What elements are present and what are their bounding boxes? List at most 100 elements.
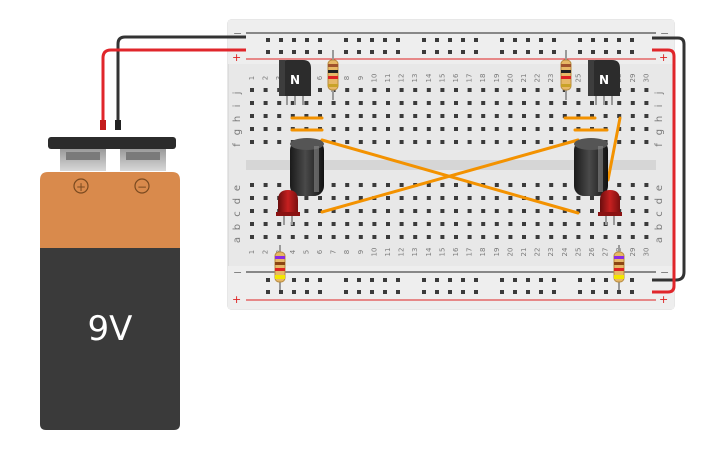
breadboard-hole[interactable]: [576, 114, 581, 118]
breadboard-hole[interactable]: [331, 101, 336, 105]
breadboard-hole[interactable]: [357, 290, 361, 294]
breadboard-hole[interactable]: [549, 235, 554, 239]
breadboard-hole[interactable]: [578, 290, 582, 294]
breadboard-hole[interactable]: [331, 209, 336, 213]
breadboard-hole[interactable]: [591, 278, 595, 282]
breadboard-hole[interactable]: [279, 290, 283, 294]
transistor-left[interactable]: N: [279, 60, 311, 105]
breadboard-hole[interactable]: [604, 38, 608, 42]
breadboard-hole[interactable]: [357, 278, 361, 282]
breadboard-hole[interactable]: [454, 209, 458, 213]
breadboard-hole[interactable]: [399, 209, 404, 213]
breadboard-hole[interactable]: [426, 222, 431, 226]
breadboard-hole[interactable]: [562, 114, 567, 118]
breadboard-hole[interactable]: [290, 114, 295, 118]
breadboard-hole[interactable]: [440, 235, 445, 239]
jumper-wire-cross-2[interactable]: [320, 138, 580, 214]
breadboard-hole[interactable]: [644, 209, 649, 213]
breadboard-hole[interactable]: [440, 140, 445, 144]
breadboard-hole[interactable]: [549, 114, 554, 118]
led-left[interactable]: [276, 190, 300, 225]
breadboard-hole[interactable]: [630, 235, 635, 239]
breadboard-hole[interactable]: [617, 114, 622, 118]
breadboard-hole[interactable]: [522, 127, 526, 131]
wire-battery-red[interactable]: [101, 48, 246, 124]
breadboard-hole[interactable]: [358, 127, 363, 131]
breadboard-hole[interactable]: [413, 222, 418, 226]
breadboard-hole[interactable]: [277, 183, 282, 187]
breadboard-hole[interactable]: [576, 235, 581, 239]
breadboard-hole[interactable]: [399, 140, 404, 144]
breadboard-hole[interactable]: [372, 101, 377, 105]
led-right[interactable]: [598, 190, 622, 225]
breadboard-hole[interactable]: [440, 196, 445, 200]
breadboard-hole[interactable]: [617, 235, 622, 239]
breadboard-hole[interactable]: [331, 114, 336, 118]
breadboard-hole[interactable]: [318, 114, 322, 118]
breadboard-hole[interactable]: [526, 290, 530, 294]
breadboard-hole[interactable]: [535, 222, 540, 226]
breadboard-hole[interactable]: [461, 38, 465, 42]
breadboard-hole[interactable]: [500, 50, 504, 54]
breadboard-hole[interactable]: [644, 140, 649, 144]
breadboard-hole[interactable]: [481, 140, 486, 144]
breadboard-hole[interactable]: [250, 235, 254, 239]
breadboard-hole[interactable]: [522, 235, 526, 239]
jumper-wires[interactable]: [290, 116, 622, 215]
breadboard-hole[interactable]: [604, 50, 608, 54]
breadboard-hole[interactable]: [481, 114, 486, 118]
breadboard-hole[interactable]: [461, 278, 465, 282]
breadboard-hole[interactable]: [331, 183, 336, 187]
breadboard-hole[interactable]: [454, 127, 458, 131]
breadboard-hole[interactable]: [358, 209, 363, 213]
breadboard-hole[interactable]: [372, 88, 377, 92]
capacitor-left[interactable]: [290, 138, 324, 196]
breadboard-hole[interactable]: [435, 278, 439, 282]
breadboard-hole[interactable]: [263, 101, 268, 105]
breadboard-hole[interactable]: [481, 88, 486, 92]
breadboard-hole[interactable]: [535, 235, 540, 239]
breadboard-hole[interactable]: [345, 88, 350, 92]
breadboard-hole[interactable]: [399, 127, 404, 131]
breadboard-hole[interactable]: [630, 88, 635, 92]
breadboard-hole[interactable]: [644, 101, 649, 105]
breadboard-hole[interactable]: [399, 196, 404, 200]
breadboard-hole[interactable]: [448, 38, 452, 42]
breadboard-hole[interactable]: [426, 114, 431, 118]
breadboard-hole[interactable]: [591, 290, 595, 294]
breadboard-hole[interactable]: [292, 290, 296, 294]
breadboard-hole[interactable]: [396, 290, 400, 294]
breadboard-hole[interactable]: [422, 50, 426, 54]
breadboard-hole[interactable]: [535, 196, 540, 200]
breadboard-hole[interactable]: [590, 222, 594, 226]
breadboard-hole[interactable]: [552, 290, 556, 294]
breadboard-hole[interactable]: [526, 278, 530, 282]
breadboard-hole[interactable]: [386, 140, 390, 144]
breadboard-hole[interactable]: [344, 278, 348, 282]
breadboard-hole[interactable]: [590, 101, 594, 105]
breadboard-hole[interactable]: [481, 209, 486, 213]
breadboard-hole[interactable]: [604, 278, 608, 282]
breadboard-hole[interactable]: [576, 101, 581, 105]
breadboard-hole[interactable]: [549, 88, 554, 92]
breadboard-hole[interactable]: [500, 290, 504, 294]
breadboard-hole[interactable]: [591, 38, 595, 42]
breadboard-hole[interactable]: [399, 183, 404, 187]
breadboard-hole[interactable]: [535, 127, 540, 131]
breadboard-hole[interactable]: [277, 114, 282, 118]
breadboard-hole[interactable]: [508, 209, 513, 213]
breadboard-hole[interactable]: [266, 38, 270, 42]
breadboard-hole[interactable]: [630, 222, 635, 226]
breadboard-hole[interactable]: [549, 196, 554, 200]
breadboard-hole[interactable]: [644, 222, 649, 226]
breadboard-hole[interactable]: [263, 209, 268, 213]
breadboard-hole[interactable]: [250, 114, 254, 118]
breadboard-hole[interactable]: [467, 114, 472, 118]
breadboard-hole[interactable]: [277, 222, 282, 226]
breadboard-hole[interactable]: [345, 127, 350, 131]
breadboard-hole[interactable]: [522, 222, 526, 226]
breadboard-hole[interactable]: [578, 278, 582, 282]
breadboard-hole[interactable]: [386, 114, 390, 118]
breadboard-hole[interactable]: [576, 209, 581, 213]
breadboard-hole[interactable]: [331, 222, 336, 226]
